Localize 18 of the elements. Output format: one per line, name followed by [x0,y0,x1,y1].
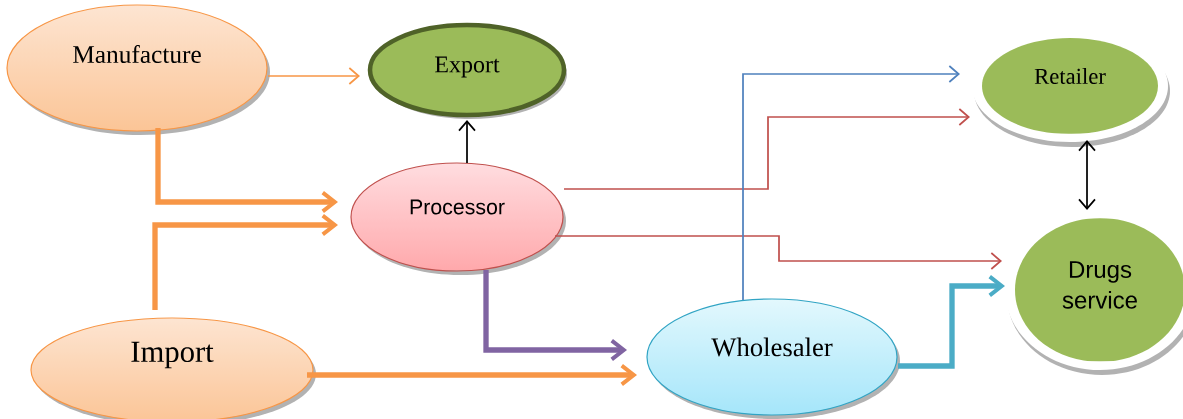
ellipse-node: Retailer [972,30,1170,147]
arrow [267,67,360,85]
arrow [898,275,1005,369]
arrow [458,120,476,164]
arrow [563,108,970,190]
arrow [155,128,338,213]
arrow [307,364,637,386]
ellipse-node: Drugs service [1005,210,1183,375]
arrow [483,270,627,361]
ellipse-node: Manufacture [6,4,270,135]
arrow [1078,140,1096,210]
ellipse-node: Processor [350,162,566,275]
arrow [152,214,338,310]
ellipse-node: Import [30,317,316,419]
arrow [554,235,1002,270]
ellipse-node: Wholesaler [646,298,900,419]
arrow [742,65,960,301]
ellipse-node: Export [367,22,567,119]
